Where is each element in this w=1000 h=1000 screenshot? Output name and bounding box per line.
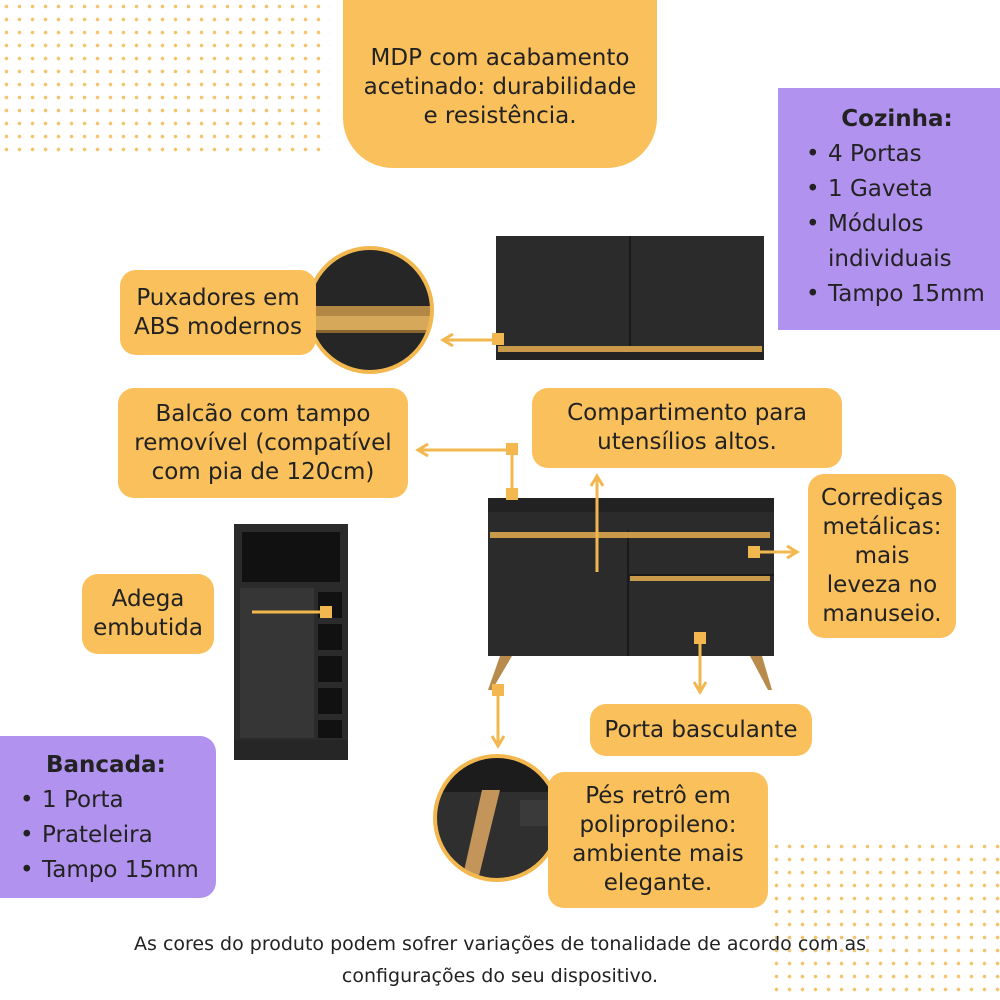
- disclaimer-line-1: As cores do produto podem sofrer variaçõ…: [134, 933, 866, 955]
- cozinha-title: Cozinha:: [841, 106, 953, 132]
- dot-pattern-top-left: [0, 0, 330, 160]
- upper-cabinet: [496, 236, 764, 360]
- cozinha-spec-box: Cozinha: 4 Portas 1 Gaveta Módulos indiv…: [778, 88, 1000, 330]
- pes-callout: Pés retrô em polipropileno: ambiente mai…: [548, 772, 768, 908]
- list-item: 1 Gaveta: [804, 172, 990, 207]
- list-item: Tampo 15mm: [804, 277, 990, 312]
- handle-detail-circle: [306, 246, 434, 374]
- disclaimer-line-2: configurações do seu dispositivo.: [341, 965, 659, 987]
- balcao-callout: Balcão com tampo removível (compatível c…: [118, 388, 408, 498]
- list-item: 4 Portas: [804, 137, 990, 172]
- mdp-callout: MDP com acabamento acetinado: durabilida…: [343, 0, 657, 168]
- bancada-title: Bancada:: [46, 752, 166, 778]
- porta-basculante-callout: Porta basculante: [590, 704, 812, 756]
- wine-cabinet: [234, 524, 348, 760]
- puxadores-callout: Puxadores em ABS modernos: [120, 270, 316, 355]
- compartimento-callout: Compartimento para utensílios altos.: [532, 388, 842, 468]
- dot-pattern-bottom-right: [770, 840, 1000, 1000]
- corredicas-callout: Corrediças metálicas: mais leveza no man…: [808, 474, 956, 638]
- list-item: Módulos individuais: [804, 207, 990, 277]
- list-item: 1 Porta: [18, 783, 206, 818]
- bancada-list: 1 Porta Prateleira Tampo 15mm: [18, 783, 206, 888]
- color-disclaimer: As cores do produto podem sofrer variaçõ…: [60, 928, 940, 992]
- counter-cabinet: [488, 498, 774, 690]
- adega-callout: Adega embutida: [82, 574, 214, 654]
- list-item: Prateleira: [18, 818, 206, 853]
- cozinha-list: 4 Portas 1 Gaveta Módulos individuais Ta…: [804, 137, 990, 312]
- arrow-markers: [320, 333, 760, 696]
- bancada-spec-box: Bancada: 1 Porta Prateleira Tampo 15mm: [0, 736, 216, 898]
- annotation-arrows: [252, 332, 800, 749]
- list-item: Tampo 15mm: [18, 853, 206, 888]
